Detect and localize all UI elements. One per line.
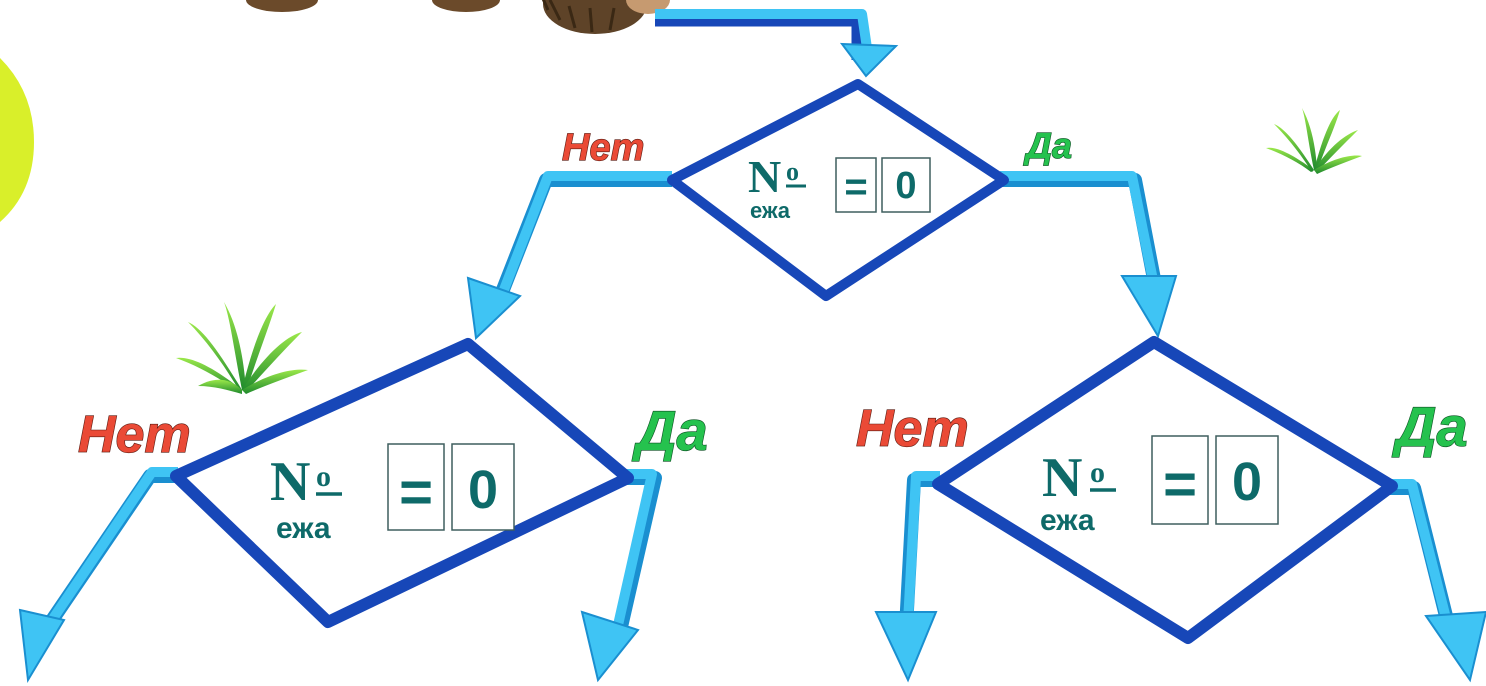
value-zero: 0 xyxy=(1232,452,1262,512)
arrow-left-no xyxy=(18,467,178,684)
operator-equals: = xyxy=(399,460,433,525)
operator-box xyxy=(387,443,445,531)
value-zero: 0 xyxy=(468,460,498,520)
bush-icon xyxy=(176,302,308,394)
value-box xyxy=(451,443,515,531)
value-box xyxy=(881,157,931,213)
arrow-entry xyxy=(655,9,899,78)
arrow-right-no xyxy=(874,471,940,683)
operator-equals: = xyxy=(844,165,867,209)
condition-top: N o ежа = 0 xyxy=(748,151,931,223)
number-sign: N xyxy=(270,451,310,513)
operator-box xyxy=(835,157,877,213)
label-yes-right: Да xyxy=(1392,395,1468,458)
value-box xyxy=(1215,435,1279,525)
side-shape xyxy=(0,58,34,222)
condition-right: N o ежа = 0 xyxy=(1040,435,1279,537)
number-sign: N xyxy=(748,151,781,202)
arrow-top-no xyxy=(466,171,672,341)
hedgehog-icon xyxy=(246,0,670,34)
number-sign-superscript: o xyxy=(786,157,799,186)
variable-label: ежа xyxy=(276,512,331,545)
number-sign-superscript: o xyxy=(1090,456,1105,489)
label-no-left: Нет xyxy=(78,406,191,464)
arrow-left-yes xyxy=(580,469,662,683)
variable-label: ежа xyxy=(1040,504,1095,537)
number-sign: N xyxy=(1042,447,1082,509)
label-no-top: Нет xyxy=(562,127,644,169)
operator-box xyxy=(1151,435,1209,525)
variable-label: ежа xyxy=(750,198,791,223)
label-no-right: Нет xyxy=(856,400,969,458)
arrow-right-yes xyxy=(1388,479,1486,683)
number-sign-superscript: o xyxy=(316,460,331,493)
bush-icon xyxy=(1266,108,1362,174)
condition-left: N o ежа = 0 xyxy=(270,443,515,545)
value-zero: 0 xyxy=(895,165,916,207)
label-yes-left: Да xyxy=(632,399,708,462)
arrow-top-yes xyxy=(1000,171,1178,339)
label-yes-top: Да xyxy=(1023,125,1072,166)
operator-equals: = xyxy=(1163,452,1197,517)
